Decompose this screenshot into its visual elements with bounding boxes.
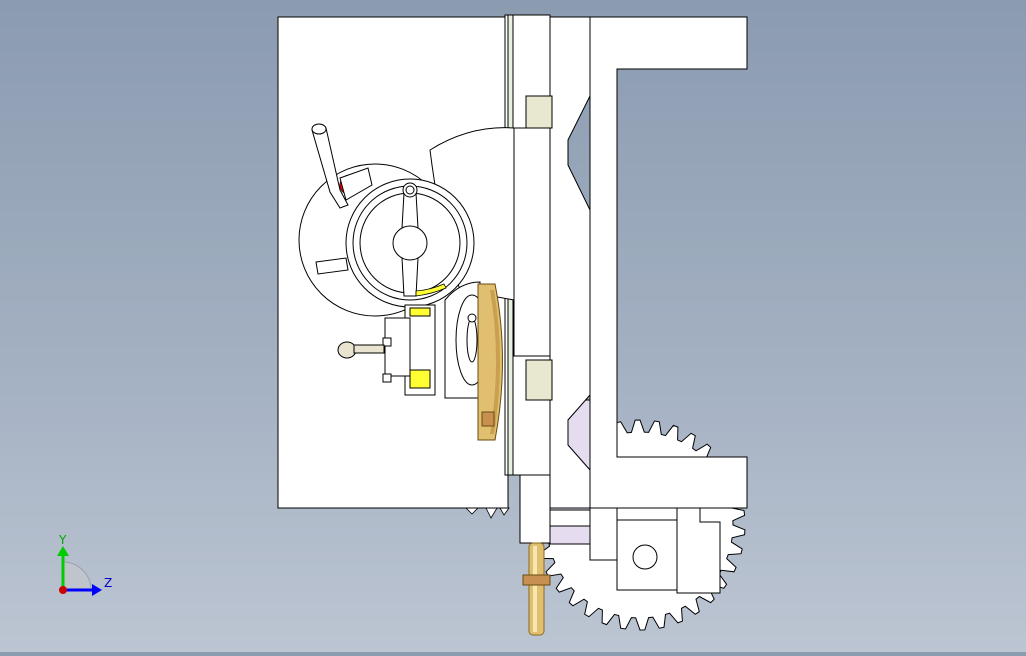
- brass-nut: [522, 574, 551, 586]
- triad-arc: [62, 561, 92, 591]
- handwheel-spoke-top: [401, 192, 419, 229]
- slide-plate: [513, 127, 551, 357]
- triad-origin: [59, 586, 67, 594]
- clamp-face: [384, 317, 411, 377]
- lock-handle-ball-icon[interactable]: [337, 341, 357, 359]
- clamp-square-1: [382, 337, 392, 347]
- rotary-slot: [466, 317, 478, 363]
- rotary-screw: [467, 313, 477, 323]
- beige-block-top: [525, 95, 553, 129]
- column-extension: [519, 474, 551, 544]
- hex-bolt: [481, 411, 495, 427]
- triad-y-arrow: [57, 546, 69, 556]
- triad-z-label: Z: [104, 576, 112, 590]
- yellow-shim-bottom: [409, 369, 431, 389]
- triad-z-arrow: [92, 584, 102, 596]
- handwheel-hub: [392, 225, 428, 261]
- beige-block-bottom: [525, 359, 553, 401]
- handwheel-spoke-bottom: [401, 257, 419, 297]
- small-gear-teeth: [465, 507, 510, 519]
- coordinate-triad: Y Z: [57, 533, 112, 596]
- yellow-arc: [415, 283, 447, 297]
- handwheel-pin-inner: [405, 185, 415, 195]
- lever-tip: [311, 123, 327, 135]
- triad-y-label: Y: [58, 533, 67, 547]
- lever-bracket: [339, 167, 373, 201]
- slot-arm: [315, 257, 349, 275]
- bracket-hole: [632, 544, 658, 570]
- brass-rod-highlight: [533, 546, 537, 632]
- c-frame: [589, 16, 748, 509]
- rail-bottom: [549, 525, 591, 545]
- clamp-square-2: [382, 373, 392, 383]
- yellow-shim-top: [409, 307, 431, 317]
- brass-disc-shade: [490, 290, 500, 434]
- lock-handle-shaft: [353, 344, 385, 354]
